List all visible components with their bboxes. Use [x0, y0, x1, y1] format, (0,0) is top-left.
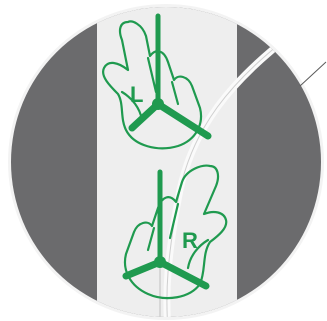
- left-hand-letter: L: [130, 82, 143, 107]
- callout-line: [300, 62, 326, 86]
- right-hand-letter: R: [182, 228, 198, 253]
